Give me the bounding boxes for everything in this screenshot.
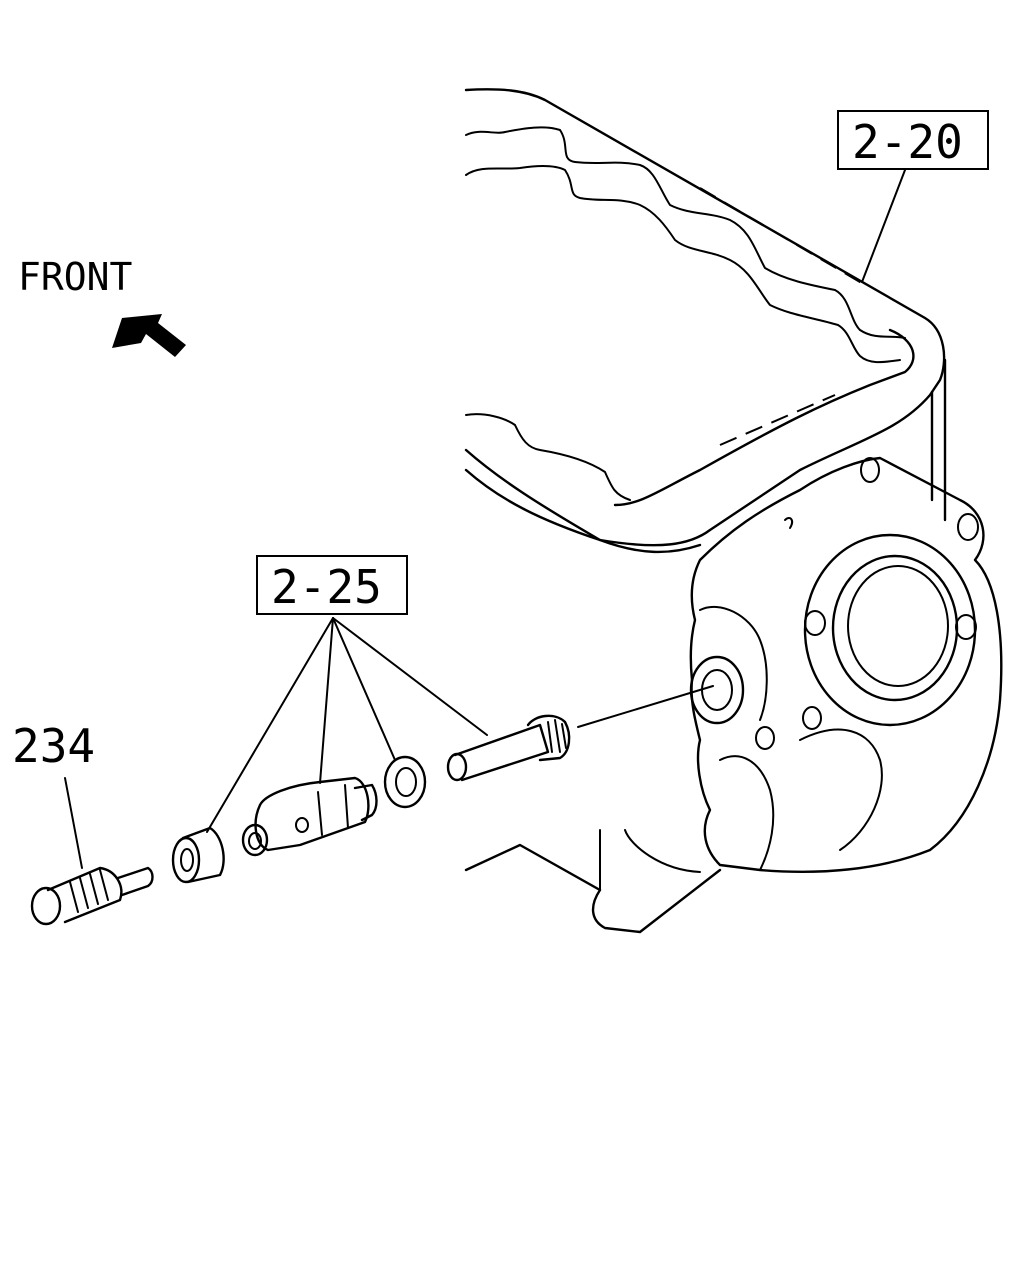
bolt-hole-4 [957, 513, 979, 541]
o-ring [383, 755, 427, 809]
leader-234 [64, 777, 83, 869]
casting-contour-2 [719, 755, 775, 871]
sleeve-collar [353, 783, 378, 822]
leader-lines [64, 169, 906, 869]
output-flange-inner [847, 565, 949, 687]
sensor-tip [116, 866, 154, 897]
leader-2-20 [861, 169, 906, 283]
sleeve-nose [241, 823, 269, 857]
front-arrow-icon [112, 314, 186, 357]
gasket-edge-2 [465, 164, 901, 364]
oil-pan-housing [464, 88, 947, 934]
output-flange-mid [831, 554, 959, 702]
speedo-bore-outer [689, 655, 745, 725]
casting-contour-4 [784, 517, 794, 529]
bolt-hole-1 [804, 610, 826, 636]
bushing-body [181, 826, 225, 884]
housing-bottom-flange [464, 843, 722, 934]
extension-body [689, 456, 1003, 873]
ref-label-2-20: 2-20 [852, 115, 963, 169]
sleeve-nose-bore [248, 832, 262, 850]
driven-gear [446, 714, 571, 782]
output-flange-outer [803, 533, 977, 727]
o-ring-inner [395, 767, 417, 797]
gear-sleeve [241, 776, 378, 857]
driven-gear-shaft [453, 723, 550, 782]
extension-housing [689, 456, 1003, 873]
sensor-grip-lines [69, 869, 109, 913]
casting-contour-3 [799, 728, 883, 851]
housing-rim-outer [464, 88, 946, 547]
leader-2-25-d [332, 617, 488, 736]
sleeve-detail [317, 784, 349, 836]
bushing [171, 826, 225, 884]
speed-sensor [30, 866, 154, 926]
bushing-face [171, 836, 201, 884]
housing-lower-wall [464, 448, 702, 554]
hidden-edge-upper [699, 187, 866, 286]
sensor-head [30, 886, 62, 926]
driven-gear-hatch [547, 719, 567, 753]
driven-gear-shaft-end [446, 752, 468, 782]
casting-contour-1 [699, 605, 768, 721]
hidden-edge-lower [719, 394, 836, 446]
sensor-body [46, 866, 123, 924]
gasket-edge-3 [465, 413, 631, 501]
ref-label-2-25: 2-25 [271, 560, 382, 614]
o-ring-outer [383, 755, 427, 809]
front-label: FRONT [18, 255, 132, 299]
ref-box-2-20 [837, 110, 989, 170]
bushing-bore [180, 848, 194, 872]
bolt-hole-6 [755, 726, 775, 750]
bolt-hole-5 [860, 457, 880, 483]
ref-box-2-25 [256, 555, 408, 615]
leader-2-25-b [319, 617, 334, 784]
gasket-edge-1 [465, 126, 906, 339]
sleeve-body [254, 776, 370, 852]
driven-gear-teeth [526, 714, 571, 762]
housing-rim-inner [613, 328, 915, 507]
leader-2-25-c [332, 617, 396, 761]
leader-2-25-a [206, 617, 334, 833]
housing-vertical-edge [599, 829, 701, 891]
sleeve-hole [295, 817, 309, 833]
assembly-axis [577, 685, 714, 728]
bolt-hole-3 [802, 706, 822, 730]
part-number-234: 234 [12, 719, 95, 773]
speedo-bore-inner [701, 669, 733, 711]
bolt-hole-2 [955, 614, 977, 640]
